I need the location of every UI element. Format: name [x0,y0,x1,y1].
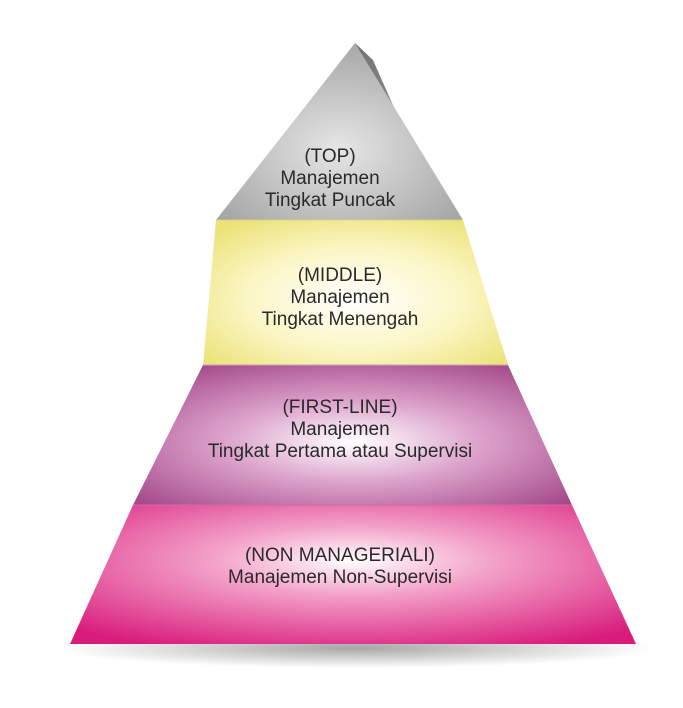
tier-first-line [133,365,572,505]
label-middle-line1: (MIDDLE) [297,265,383,286]
label-non-managerial: (NON MANAGERIALI) Manajemen Non-Supervis… [130,545,550,589]
tier-non-managerial [70,505,636,644]
label-first-line-line1: (FIRST-LINE) [282,397,398,418]
label-top: (TOP) Manajemen Tingkat Puncak [200,146,460,212]
label-first-line-line3: Tingkat Pertama atau Supervisi [207,441,473,462]
label-middle-line2: Manajemen [290,287,390,308]
tier-middle [203,220,508,365]
label-non-managerial-line2: Manajemen Non-Supervisi [228,567,452,588]
label-middle: (MIDDLE) Manajemen Tingkat Menengah [170,265,510,331]
label-top-line2: Manajemen [280,168,380,189]
label-middle-line3: Tingkat Menengah [261,309,419,330]
label-top-line1: (TOP) [304,146,356,167]
label-top-line3: Tingkat Puncak [264,190,396,211]
label-first-line-line2: Manajemen [290,419,390,440]
label-first-line: (FIRST-LINE) Manajemen Tingkat Pertama a… [150,397,530,463]
tier-top [216,43,463,220]
label-non-managerial-line1: (NON MANAGERIALI) [244,545,436,566]
